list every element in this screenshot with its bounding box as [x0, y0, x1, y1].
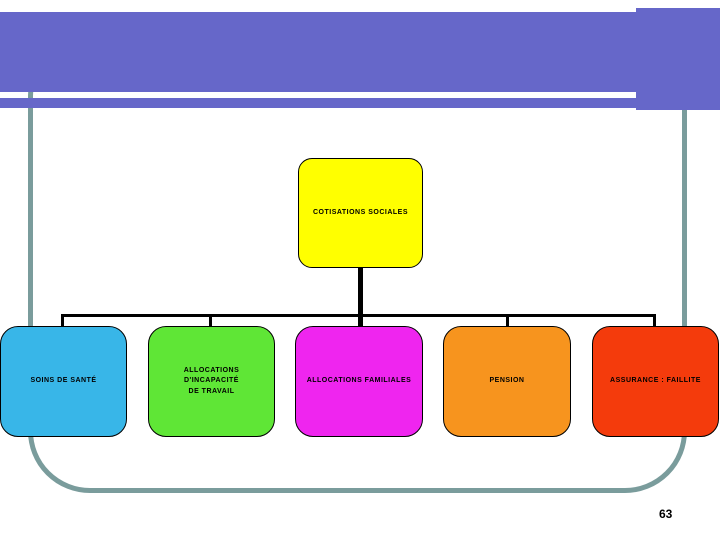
node-label: ASSURANCE : FAILLITE — [610, 377, 701, 385]
node-allocations-familiales: ALLOCATIONS FAMILIALES — [295, 326, 423, 437]
node-soins-de-sante: SOINS DE SANTÉ — [0, 326, 127, 437]
node-label: COTISATIONS SOCIALES — [312, 208, 409, 216]
connector-stub-soins — [61, 314, 64, 328]
connector-horizontal — [61, 314, 656, 317]
header-band-right-block — [636, 8, 720, 110]
page-number: 63 — [659, 507, 673, 521]
node-pension: PENSION — [443, 326, 571, 437]
node-label: SOINS DE SANTÉ — [30, 377, 97, 385]
connector-stub-incapacite — [209, 314, 212, 328]
header-underline-strip — [0, 98, 720, 108]
node-cotisations-sociales: COTISATIONS SOCIALES — [298, 158, 423, 268]
node-label: PENSION — [489, 377, 525, 385]
connector-stub-assurance — [653, 314, 656, 328]
node-label: ALLOCATIONS D'INCAPACITÉ DE TRAVAIL — [183, 366, 240, 395]
connector-root-vertical — [358, 267, 363, 328]
node-assurance-faillite: ASSURANCE : FAILLITE — [592, 326, 719, 437]
header-band — [0, 12, 720, 92]
node-allocations-incapacite: ALLOCATIONS D'INCAPACITÉ DE TRAVAIL — [148, 326, 275, 437]
node-label: ALLOCATIONS FAMILIALES — [306, 377, 412, 385]
connector-stub-pension — [506, 314, 509, 328]
